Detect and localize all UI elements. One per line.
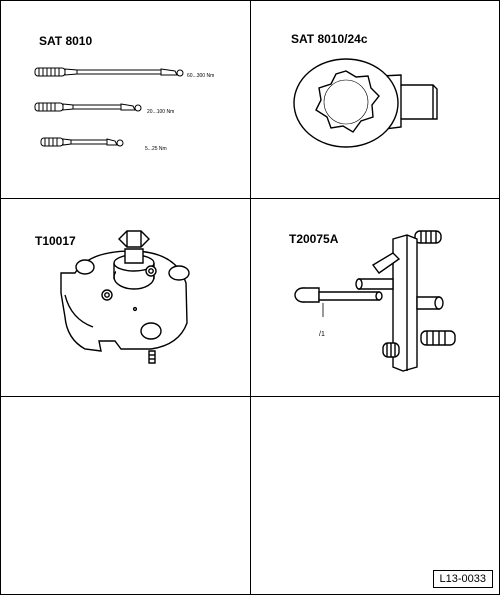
grid-divider-row-1 <box>1 198 499 199</box>
cell-empty-right <box>251 397 499 594</box>
tool-title: SAT 8010 <box>39 34 93 48</box>
grid-divider-vertical <box>250 1 251 594</box>
tool-title: SAT 8010/24c <box>291 32 368 46</box>
torque-wrench-large <box>35 68 183 76</box>
t10017-fixture-drawing <box>1 199 250 396</box>
cell-sat-8010-24c: SAT 8010/24c <box>251 1 499 198</box>
tool-title: T20075A <box>289 232 339 246</box>
callout-label: /1 <box>319 331 325 338</box>
t20075a-puller-drawing <box>251 199 499 396</box>
torque-range-label: 60...300 Nm <box>187 73 215 79</box>
torque-range-label: 5...25 Nm <box>145 146 167 152</box>
torque-wrench-medium <box>35 103 141 111</box>
torque-range-label: 20...100 Nm <box>147 109 175 115</box>
cell-empty-left <box>1 397 250 594</box>
cell-t10017: T10017 <box>1 199 250 396</box>
ring-insert-drawing <box>251 1 499 198</box>
torque-wrench-small <box>41 138 123 146</box>
cell-t20075a: T20075A <box>251 199 499 396</box>
torque-wrench-set-drawing <box>1 1 250 198</box>
grid-divider-row-2 <box>1 396 499 397</box>
tool-title: T10017 <box>35 234 76 248</box>
cell-sat-8010: SAT 8010 <box>1 1 250 198</box>
figure-reference: L13-0033 <box>432 570 493 588</box>
